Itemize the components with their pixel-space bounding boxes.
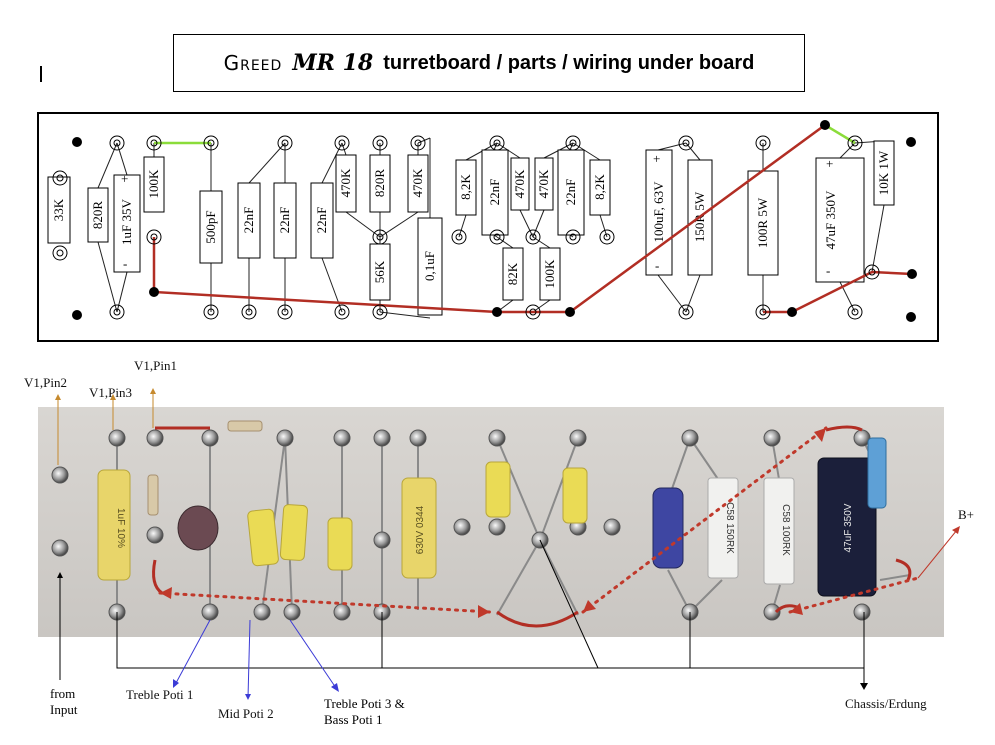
label-treble-poti-3: Treble Poti 3 & [324,696,405,711]
label-mid-poti-2: Mid Poti 2 [218,706,274,721]
svg-text:-: - [123,256,127,271]
dotted-wiring-overlay [158,426,920,614]
label-22nf-e: 22nF [563,179,578,206]
label-100uf: 100uF, 63V [651,181,666,243]
label-82k-b: 8,2K [592,174,607,200]
poti-arrows [173,619,339,700]
title-text: turretboard / parts / wiring under board [383,51,755,74]
label-10k: 10K 1W [876,150,891,195]
label-470k-b: 470K [410,168,425,198]
mounting-holes [72,137,916,322]
label-22nf-d: 22nF [487,179,502,206]
label-470k-d: 470K [536,169,551,199]
input-arrows [55,388,156,465]
label-b-plus: B+ [958,507,974,522]
label-1uf: 1uF 35V [119,198,134,244]
jumper-wires [154,123,856,145]
label-v1-pin1: V1,Pin1 [134,358,177,373]
svg-text:C58 150RK: C58 150RK [724,502,735,554]
label-82k: 82K [505,262,520,285]
title-box: Greed MR 18 turretboard / parts / wiring… [173,34,805,92]
label-470k-c: 470K [512,169,527,199]
dotted-wiring-arrowheads [160,428,826,618]
label-chassis: Chassis/Erdung [845,696,927,711]
label-47uf: 47uF 350V [823,190,838,249]
label-treble-bass: Treble Poti 3 & Bass Poti 1 [324,696,405,728]
svg-text:+: + [121,171,128,186]
svg-text:47uF 350V: 47uF 350V [843,503,854,552]
label-500pf: 500pF [203,210,218,243]
svg-text:-: - [826,263,830,278]
label-82k-a: 8,2K [458,174,473,200]
label-v1-pin3: V1,Pin3 [89,385,132,400]
input-line [57,572,63,680]
svg-text:+: + [826,156,833,171]
title-model: MR 18 [292,50,374,76]
label-22nf-c: 22nF [314,207,329,234]
label-22nf-a: 22nF [241,207,256,234]
component-bodies [47,140,895,316]
label-bass-poti-1: Bass Poti 1 [324,712,383,727]
text-cursor [40,66,42,82]
photo-red-wires [152,425,912,628]
label-470k-a: 470K [338,168,353,198]
wire-junction-dots [149,120,917,317]
svg-text:630V 0344: 630V 0344 [415,505,426,554]
label-100r: 100R 5W [755,197,770,248]
label-100k-a: 100K [146,169,161,199]
label-22nf-b: 22nF [277,207,292,234]
b-plus-arrow [917,526,960,579]
title-brand: Greed [223,51,283,75]
chassis-arrowhead [860,683,868,690]
label-treble-poti-1: Treble Poti 1 [126,687,193,702]
photo-components [97,420,887,597]
label-820r-a: 820R [90,201,105,230]
photo-part-markings: 1uF 10% 630V 0344 C58 150RK C58 100RK 47… [115,502,854,556]
component-labels: 33K 820R 1uF 35V 100K 500pF 22nF 22nF 22… [51,150,891,288]
label-33k: 33K [51,198,66,221]
label-from: from [50,686,76,701]
svg-text:C58 100RK: C58 100RK [780,504,791,556]
label-input: Input [50,702,78,717]
svg-text:-: - [655,258,659,273]
svg-text:+: + [653,151,660,166]
svg-text:1uF 10%: 1uF 10% [115,508,126,548]
label-v1-pin2: V1,Pin2 [24,375,67,390]
polarity-marks: + - + - + - [121,151,833,278]
label-56k: 56K [372,260,387,283]
ground-bus [116,539,865,683]
turret-terminals [52,135,880,320]
label-from-input: from Input [50,686,77,718]
label-100k-b: 100K [542,259,557,289]
label-820r-b: 820R [372,169,387,198]
label-01uf: 0,1uF [422,251,437,281]
